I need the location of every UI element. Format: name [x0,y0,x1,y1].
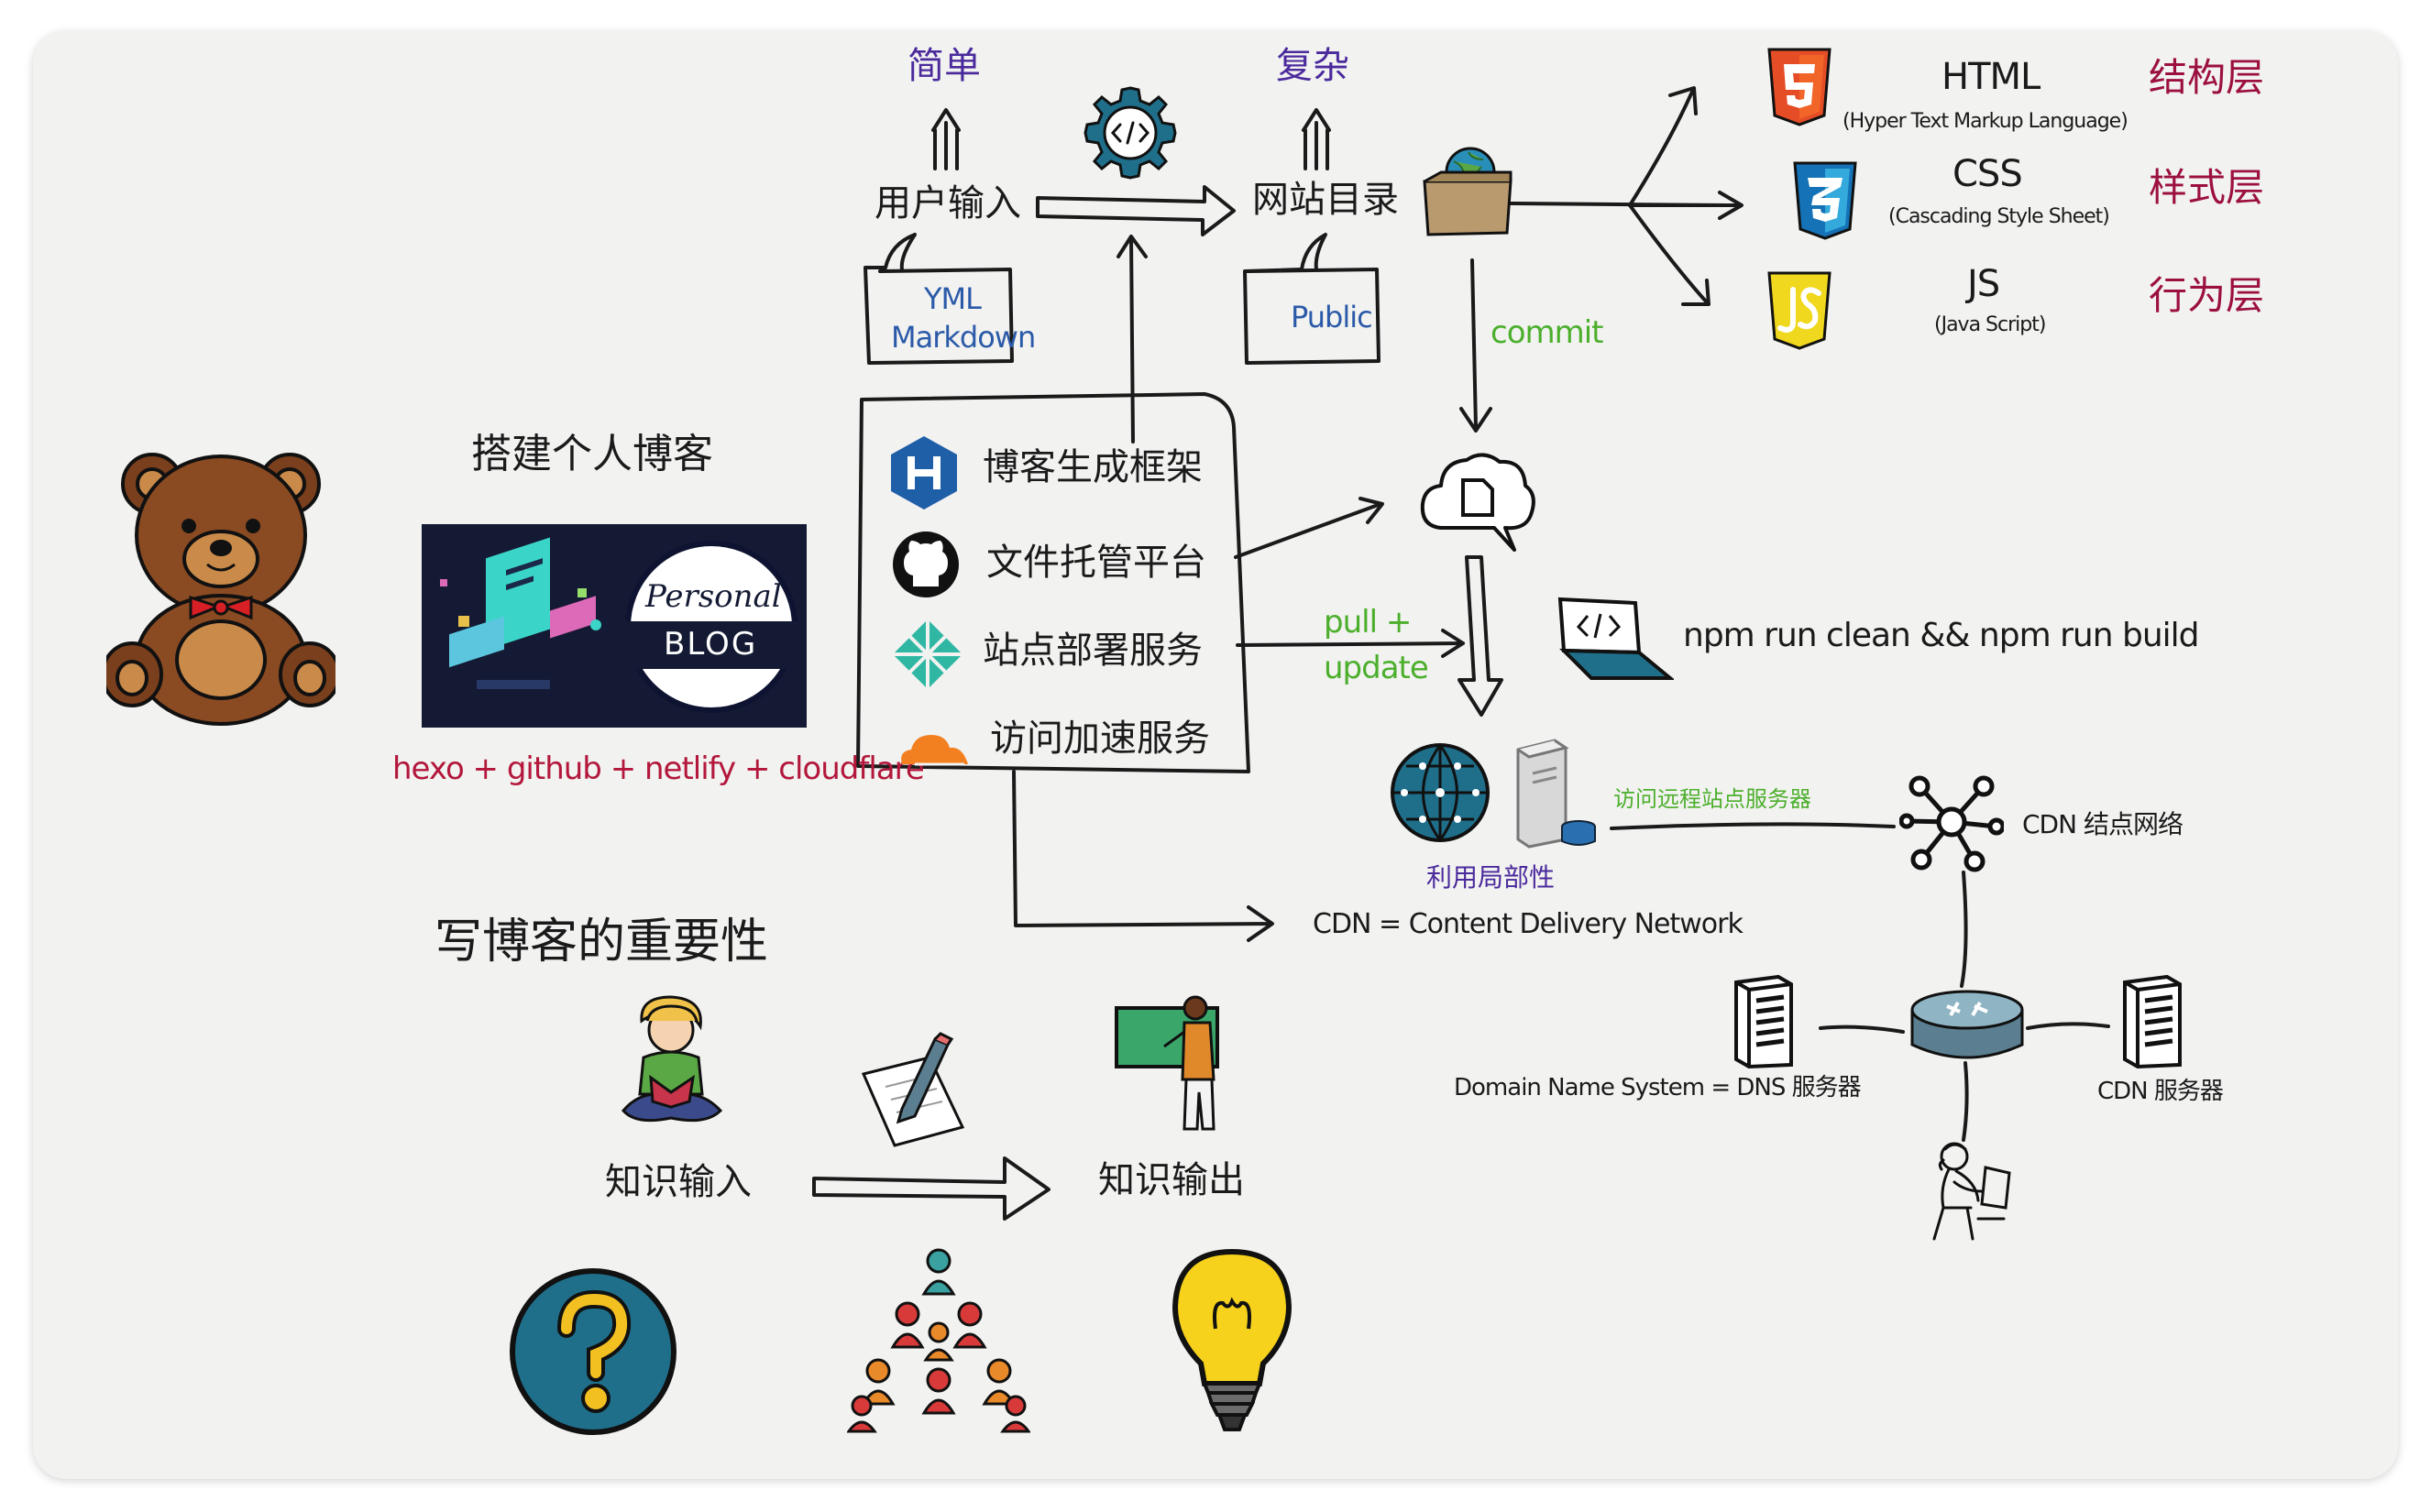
netlify-icon [893,619,962,689]
label-commit: commit [1490,314,1604,351]
router-icon [1910,990,2024,1059]
github-icon [893,531,959,597]
connector-layer [812,86,2110,1221]
html5-icon [1767,48,1832,126]
label-cdn-node-network: CDN 结点网络 [2022,809,2184,839]
laptop-code-icon [1557,597,1674,680]
layer-html-desc: (Hyper Text Markup Language) [1842,110,2128,133]
diagram-canvas: 简单 复杂 用户输入 网站目录 YML Markdown Public comm… [33,31,2398,1479]
arrow-commit-down [1459,258,1492,433]
layer-js-desc: (Java Script) [1934,313,2046,336]
label-knowledge-input: 知识输入 [605,1161,752,1203]
service-label-cdn: 访问加速服务 [990,718,1210,760]
blog-illustration-icon [440,537,601,689]
database-server-icon [1516,739,1596,849]
arrow-branch-js [1628,203,1710,306]
website-folder-icon [1423,147,1512,236]
question-mark-icon [510,1268,676,1435]
globe-icon [1391,743,1490,842]
label-complex: 复杂 [1276,45,1349,87]
teddy-bear-icon [106,453,336,726]
blog-stack: hexo + github + netlify + cloudflare [392,751,925,787]
label-dns-server: Domain Name System = DNS 服务器 [1454,1074,1862,1101]
layer-css-desc: (Cascading Style Sheet) [1888,205,2110,228]
label-cdn-server: CDN 服务器 [2097,1078,2224,1105]
layer-html-type: 结构层 [2149,55,2265,100]
js-icon [1767,271,1832,350]
blog-banner: Personal BLOG [422,524,807,728]
cdn-server-icon [2123,974,2182,1068]
gear-code-icon [1084,86,1177,180]
banner-ribbon [618,621,801,669]
label-remote-access: 访问远程站点服务器 [1613,786,1811,812]
arrow-up-simple [931,108,961,170]
arrow-deploy-right [1236,629,1465,658]
arrow-github-to-cloud [1234,497,1384,559]
cdn-definition: CDN = Content Delivery Network [1313,908,1744,940]
arrow-up-complex [1302,108,1331,170]
line-remote-access [1610,822,1896,830]
lightbulb-icon [1172,1248,1292,1431]
line-router-to-cdnsrv [2026,1022,2110,1030]
service-label-hosting: 文件托管平台 [986,542,1206,584]
arrow-branch-html [1628,86,1698,207]
people-pyramid-icon [847,1248,1030,1433]
dns-server-icon [1734,974,1793,1068]
network-node-icon [1899,775,2004,872]
banner-personal: Personal [645,578,782,615]
label-user-input: 用户输入 [874,182,1021,225]
label-pull: pull + [1324,604,1412,641]
layer-js-type: 行为层 [2149,273,2265,318]
arrow-box-to-cdn [1012,770,1274,942]
arrow-input-to-output [812,1156,1050,1221]
css3-icon [1793,161,1857,240]
bubble-yml [864,233,1014,365]
reading-person-icon [622,995,723,1123]
layer-js-name: JS [1967,263,2000,305]
layer-css-type: 样式层 [2149,165,2265,210]
service-label-framework: 博客生成框架 [983,446,1203,488]
blog-title: 搭建个人博客 [471,431,713,477]
label-site-dir: 网站目录 [1252,179,1399,221]
teacher-board-icon [1115,995,1219,1131]
label-yml: YML [924,281,982,316]
layer-css-name: CSS [1952,153,2023,195]
label-public: Public [1291,300,1373,334]
label-markdown: Markdown [891,320,1036,355]
line-dns-to-router [1819,1024,1905,1034]
user-at-computer-icon [1932,1142,2011,1241]
service-label-deploy: 站点部署服务 [983,630,1203,672]
arrow-framework-up [1116,235,1148,444]
arrow-branch-css [1628,191,1744,220]
importance-title: 写博客的重要性 [434,915,769,970]
cloudflare-icon [901,735,968,766]
pencil-paper-icon [861,1032,965,1147]
label-update: update [1324,650,1429,686]
cloud-document-icon [1420,453,1535,552]
arrow-cloud-down [1458,555,1503,717]
label-simple: 简单 [908,45,981,87]
npm-command: npm run clean && npm run build [1683,617,2199,654]
layer-html-name: HTML [1942,56,2040,98]
label-knowledge-output: 知识输出 [1098,1159,1245,1201]
services-box [856,392,1250,773]
bubble-public [1243,233,1380,365]
line-router-to-user [1962,1061,1969,1142]
line-cdn-to-router [1960,871,1968,988]
label-locality: 利用局部性 [1426,862,1556,893]
arrow-input-to-dir [1036,185,1236,236]
banner-blog: BLOG [664,626,758,663]
hexo-icon [891,436,957,509]
